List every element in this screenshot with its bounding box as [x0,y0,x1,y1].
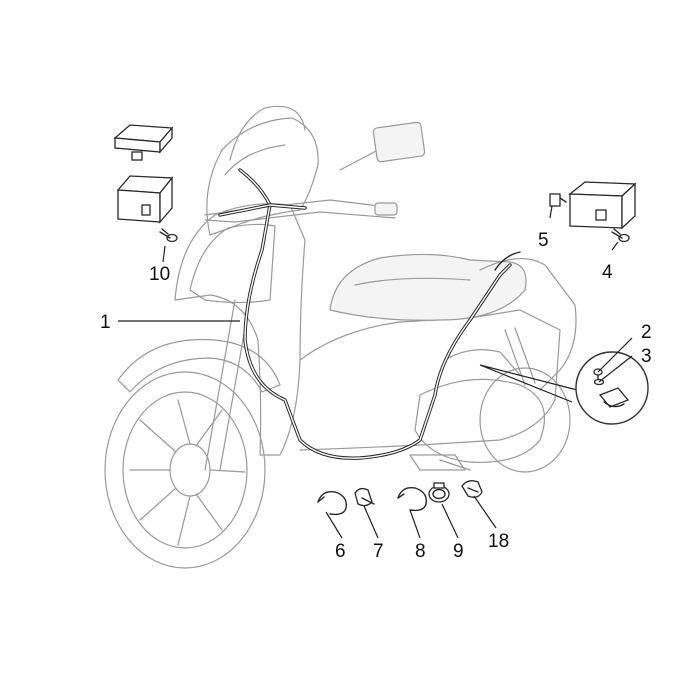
front-wheel-tire [104,371,266,569]
callout-3: 3 [641,346,652,367]
callout-2: 2 [641,322,652,343]
callout-10: 10 [149,264,170,285]
screw-icon [159,228,178,243]
callout-5: 5 [538,230,549,251]
callout-4: 4 [602,262,613,283]
callout-9: 9 [453,541,464,562]
detail-view [479,351,649,425]
scooter-outline [104,105,577,569]
clamp-7 [354,487,375,507]
callout-7: 7 [373,541,384,562]
callout-8: 8 [415,541,426,562]
clamp-6 [317,491,347,516]
clamp-8 [397,487,427,512]
clamp-18 [461,480,483,498]
leader-lines [118,205,633,539]
front-wheel-rim [122,391,248,549]
clip-icon [549,193,567,207]
detail-circle [575,351,649,425]
callout-18: 18 [488,531,509,552]
part-4-5-assembly [549,181,637,243]
callout-6: 6 [335,541,346,562]
callout-1: 1 [100,312,111,333]
screw-icon [611,228,630,243]
cable-harness [218,168,521,460]
callout-labels: 1 2 3 4 5 6 7 8 9 10 18 [100,230,652,562]
clamp-9 [428,482,450,503]
part-10-assembly [113,124,178,243]
